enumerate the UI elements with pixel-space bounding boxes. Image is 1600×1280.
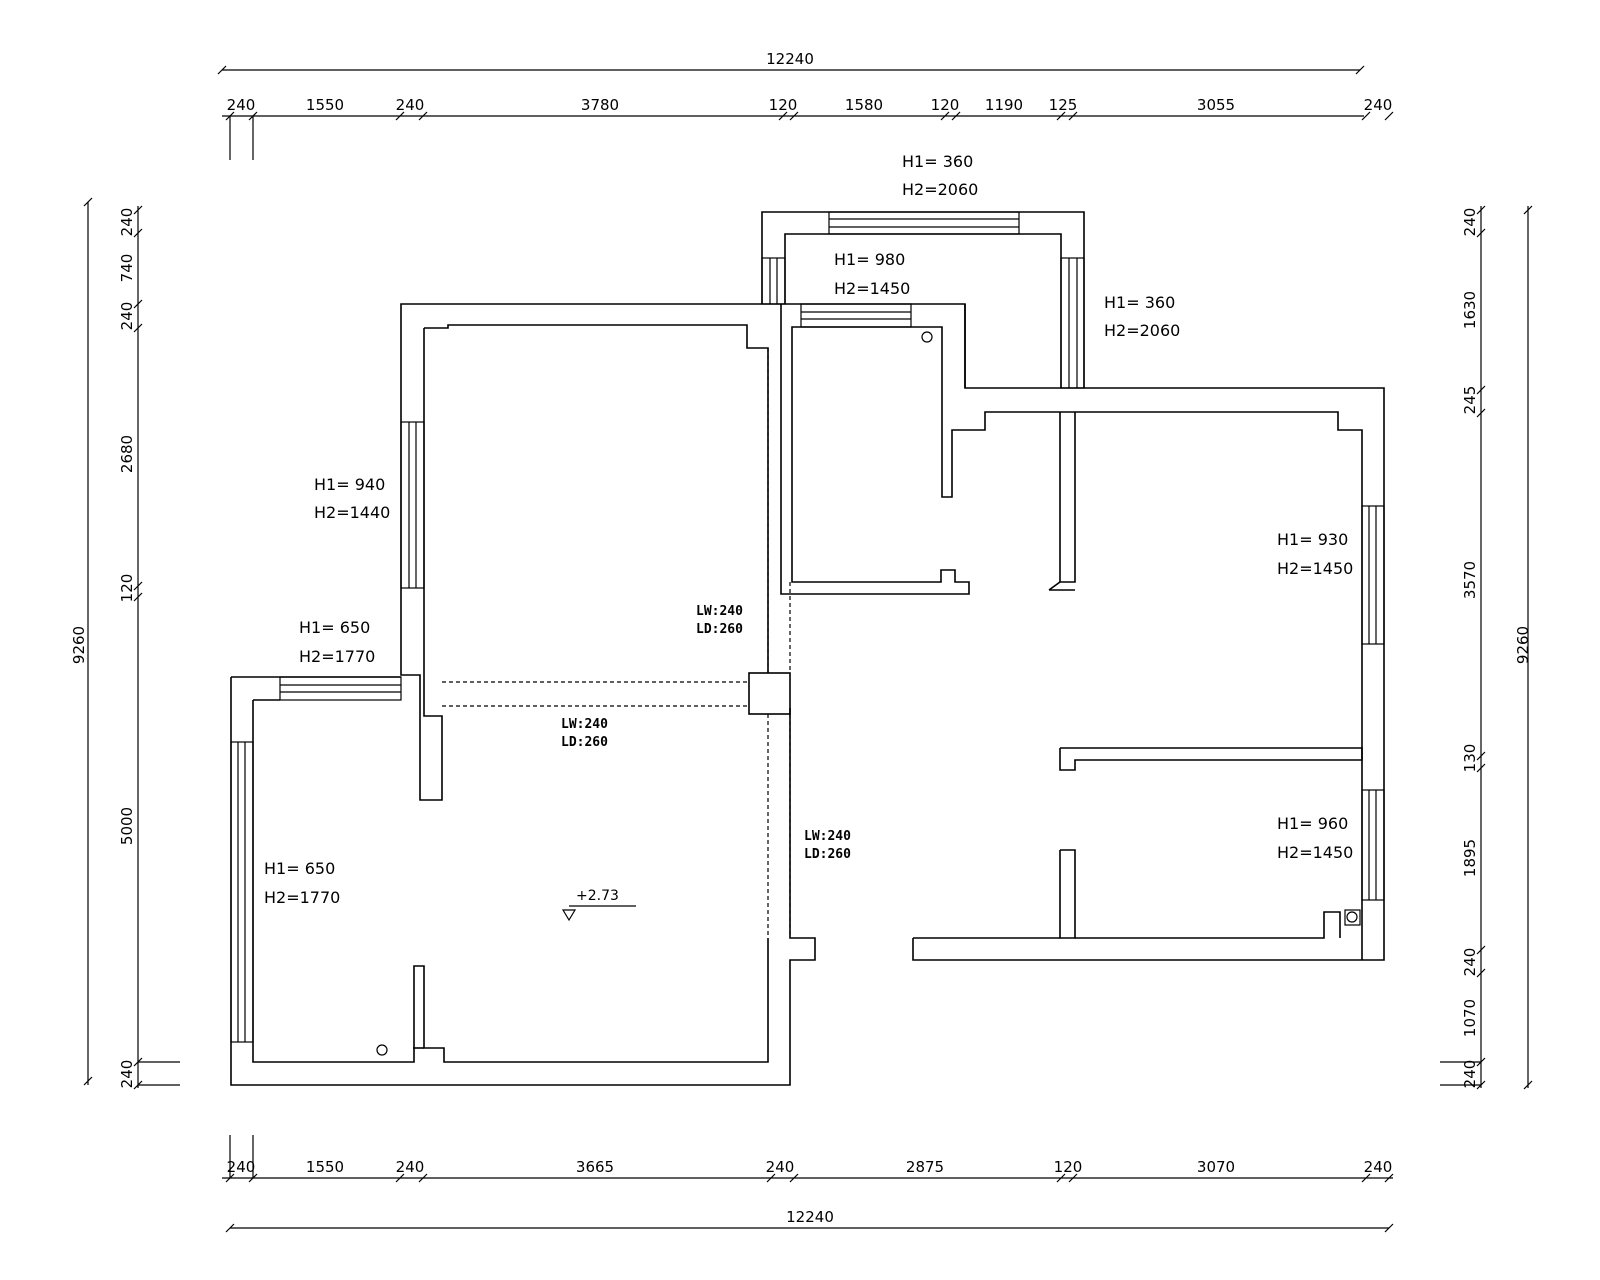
left-dimensions: 9260 240 740 240 2680 120 5000 240 [70,197,180,1090]
right-segment-6: 1895 [1461,839,1479,877]
bottom-segment-6: 2875 [906,1158,944,1176]
bottom-segment-9: 240 [1364,1158,1393,1176]
top-segment-8: 1190 [985,96,1023,114]
window-balcony-left [761,257,786,305]
right-dimensions: 240 1630 245 3570 130 1895 240 1070 240 … [1440,205,1533,1090]
left-total-dimension: 9260 [70,626,88,664]
bottom-total-dimension: 12240 [786,1208,834,1226]
note-living-left-h1: H1= 650 [264,859,335,878]
right-segment-1: 240 [1461,208,1479,237]
top-segment-2: 1550 [306,96,344,114]
bottom-dimensions: 240 1550 240 3665 240 2875 120 3070 240 … [222,1135,1394,1233]
pipe-icon [376,1044,388,1056]
walls [230,211,1385,1086]
window-living-top [279,676,402,701]
note-living-top-h2: H2=1770 [299,647,375,666]
right-segment-9: 240 [1461,1060,1479,1089]
top-segment-1: 240 [227,96,256,114]
top-segment-4: 3780 [581,96,619,114]
note-balcony-top-h2: H2=2060 [902,180,978,199]
window-closet-top [800,303,912,328]
elevation-value: +2.73 [576,888,619,904]
window-notes: H1= 360 H2=2060 H1= 980 H2=1450 H1= 360 … [264,152,1353,907]
top-segment-7: 120 [931,96,960,114]
beam-vertical-upper-depth: LD:260 [696,622,743,637]
pipe-icon [921,331,933,343]
left-segment-6: 5000 [118,807,136,845]
right-segment-7: 240 [1461,948,1479,977]
note-left-bedroom-h2: H2=1440 [314,503,390,522]
window-left-bedroom [400,421,425,589]
drain-icon [1344,909,1361,926]
right-segment-8: 1070 [1461,999,1479,1037]
elevation-mark: +2.73 [561,888,636,922]
left-segment-2: 740 [118,254,136,283]
top-segment-6: 1580 [845,96,883,114]
right-segment-3: 245 [1461,386,1479,415]
beam-horizontal-depth: LD:260 [561,735,608,750]
left-segment-5: 120 [118,574,136,603]
right-segment-2: 1630 [1461,291,1479,329]
fixtures [376,331,1361,1056]
top-segment-9: 125 [1049,96,1078,114]
pipe-icon [1346,911,1358,923]
note-balcony-right-h1: H1= 360 [1104,293,1175,312]
note-living-top-h1: H1= 650 [299,618,370,637]
left-segment-1: 240 [118,208,136,237]
beam-vertical-lower-depth: LD:260 [804,847,851,862]
note-balcony-top-h1: H1= 360 [902,152,973,171]
note-closet-top-h1: H1= 980 [834,250,905,269]
beam-vertical-lower-width: LW:240 [804,829,851,844]
elevation-triangle-icon [561,909,577,922]
windows [230,211,1385,1043]
note-right-lower-h2: H2=1450 [1277,843,1353,862]
top-dimensions: 12240 240 1550 240 3780 120 1580 120 119… [217,50,1394,160]
window-right-upper [1361,505,1385,645]
beam-notes: LW:240 LD:260 LW:240 LD:260 LW:240 LD:26… [561,604,851,862]
bottom-segment-4: 3665 [576,1158,614,1176]
bottom-segment-3: 240 [396,1158,425,1176]
note-right-lower-h1: H1= 960 [1277,814,1348,833]
window-balcony-right [1060,257,1085,389]
note-closet-top-h2: H2=1450 [834,279,910,298]
bottom-segment-5: 240 [766,1158,795,1176]
beam-horizontal-width: LW:240 [561,717,608,732]
note-living-left-h2: H2=1770 [264,888,340,907]
beams [442,348,791,938]
top-segment-10: 3055 [1197,96,1235,114]
right-segment-5: 130 [1461,744,1479,773]
bottom-segment-1: 240 [227,1158,256,1176]
note-left-bedroom-h1: H1= 940 [314,475,385,494]
note-right-upper-h2: H2=1450 [1277,559,1353,578]
bottom-segment-8: 3070 [1197,1158,1235,1176]
window-balcony-top [828,211,1020,235]
top-segment-5: 120 [769,96,798,114]
bottom-segment-7: 120 [1054,1158,1083,1176]
top-segment-11: 240 [1364,96,1393,114]
window-living-left [230,741,254,1043]
top-segment-3: 240 [396,96,425,114]
right-total-dimension: 9260 [1514,626,1532,664]
left-segment-3: 240 [118,302,136,331]
window-right-lower [1361,789,1385,901]
beam-vertical-upper-width: LW:240 [696,604,743,619]
top-total-dimension: 12240 [766,50,814,68]
note-balcony-right-h2: H2=2060 [1104,321,1180,340]
left-segment-7: 240 [118,1060,136,1089]
left-segment-4: 2680 [118,435,136,473]
bottom-segment-2: 1550 [306,1158,344,1176]
right-segment-4: 3570 [1461,561,1479,599]
note-right-upper-h1: H1= 930 [1277,530,1348,549]
